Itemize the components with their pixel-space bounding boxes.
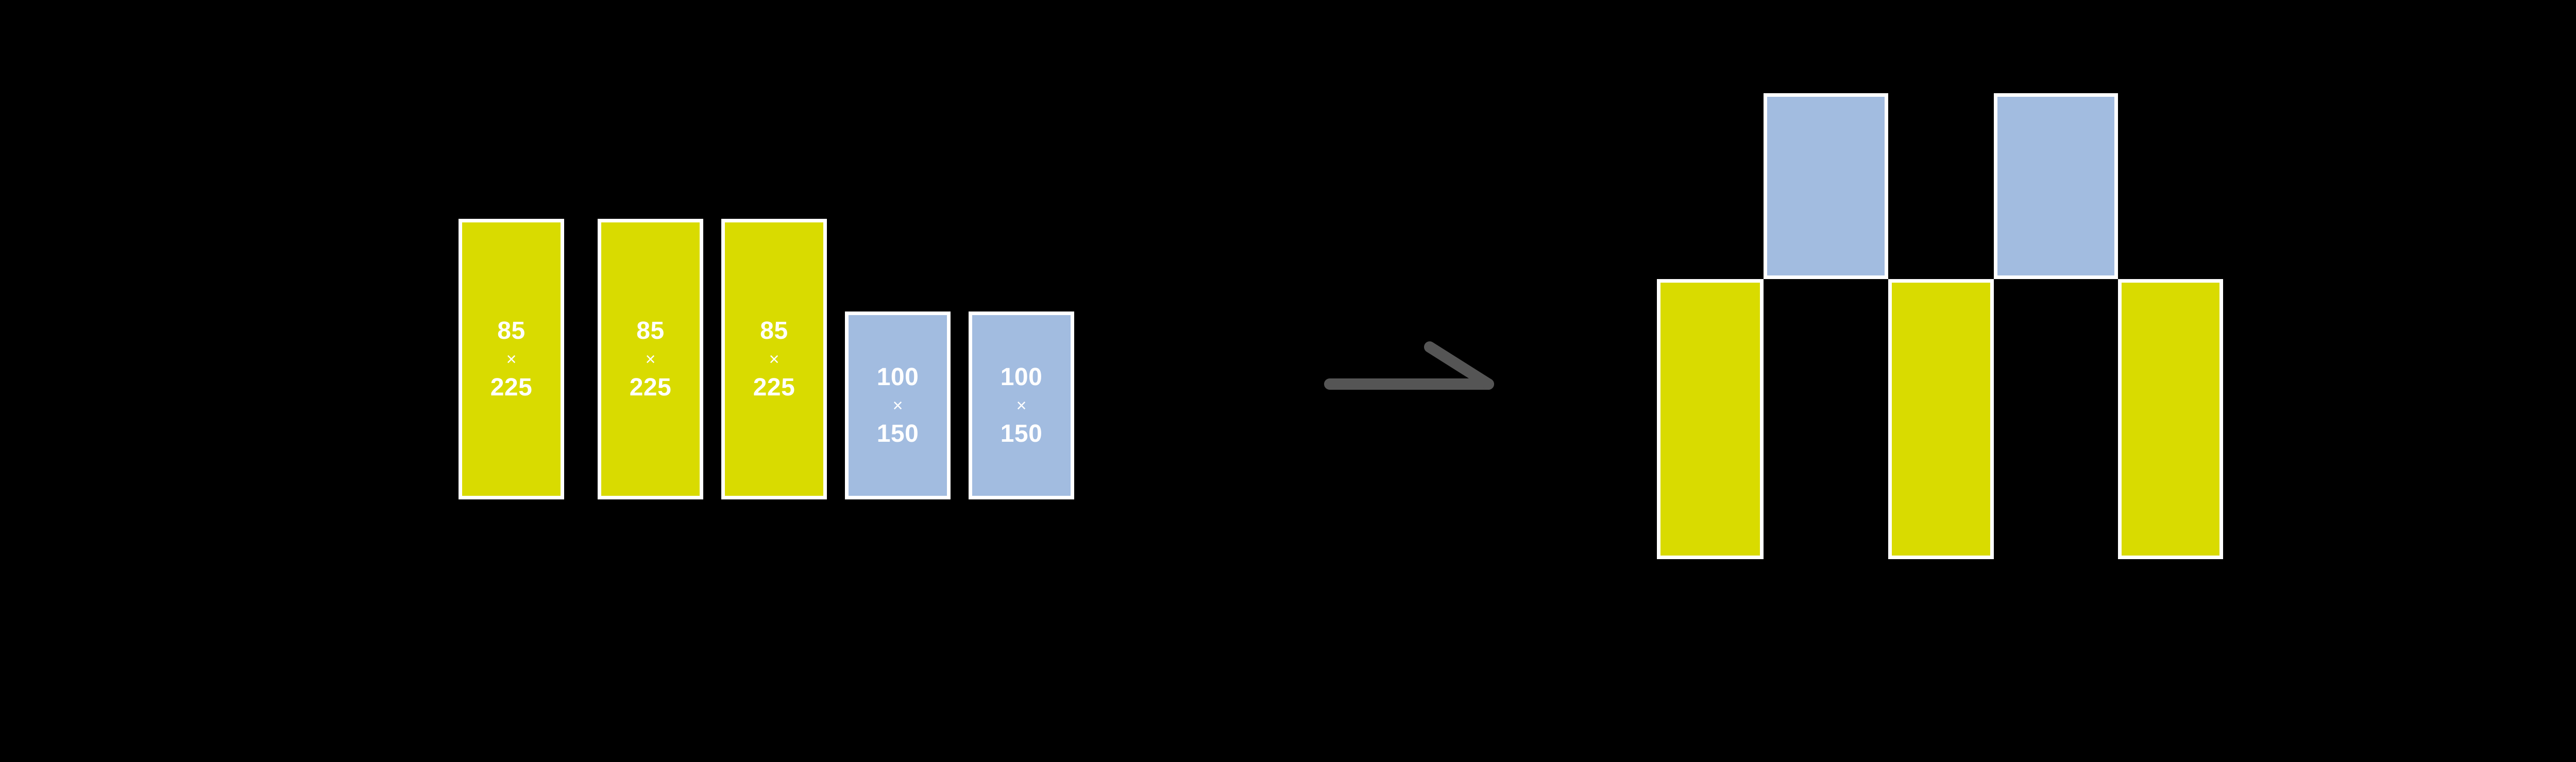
piece-height-label: 150 bbox=[1000, 420, 1043, 447]
piece-times-symbol: × bbox=[645, 349, 656, 369]
piece-width-label: 100 bbox=[1000, 363, 1043, 391]
rect-piece-yellow-py3[interactable] bbox=[2118, 279, 2223, 559]
rect-piece-blue-pb1[interactable] bbox=[1764, 93, 1888, 279]
piece-width-label: 85 bbox=[497, 317, 526, 344]
piece-times-symbol: × bbox=[1016, 395, 1027, 415]
rect-piece-blue-pb2[interactable] bbox=[1994, 93, 2118, 279]
transformation-arrow bbox=[1324, 340, 1494, 402]
piece-times-symbol: × bbox=[506, 349, 517, 369]
piece-times-symbol: × bbox=[892, 395, 903, 415]
piece-times-symbol: × bbox=[769, 349, 779, 369]
piece-height-label: 225 bbox=[629, 373, 672, 401]
rect-piece-yellow-py1[interactable] bbox=[1657, 279, 1764, 559]
piece-width-label: 85 bbox=[760, 317, 788, 344]
piece-height-label: 225 bbox=[753, 373, 795, 401]
rect-piece-blue-b1[interactable]: 100 × 150 bbox=[845, 311, 951, 499]
rect-piece-yellow-py2[interactable] bbox=[1888, 279, 1994, 559]
rect-piece-yellow-y3[interactable]: 85 × 225 bbox=[721, 219, 827, 499]
rect-piece-yellow-y1[interactable]: 85 × 225 bbox=[459, 219, 564, 499]
piece-width-label: 100 bbox=[876, 363, 919, 391]
piece-width-label: 85 bbox=[636, 317, 665, 344]
rect-piece-yellow-y2[interactable]: 85 × 225 bbox=[598, 219, 703, 499]
piece-height-label: 150 bbox=[876, 420, 919, 447]
piece-height-label: 225 bbox=[490, 373, 533, 401]
rect-piece-blue-b2[interactable]: 100 × 150 bbox=[969, 311, 1074, 499]
